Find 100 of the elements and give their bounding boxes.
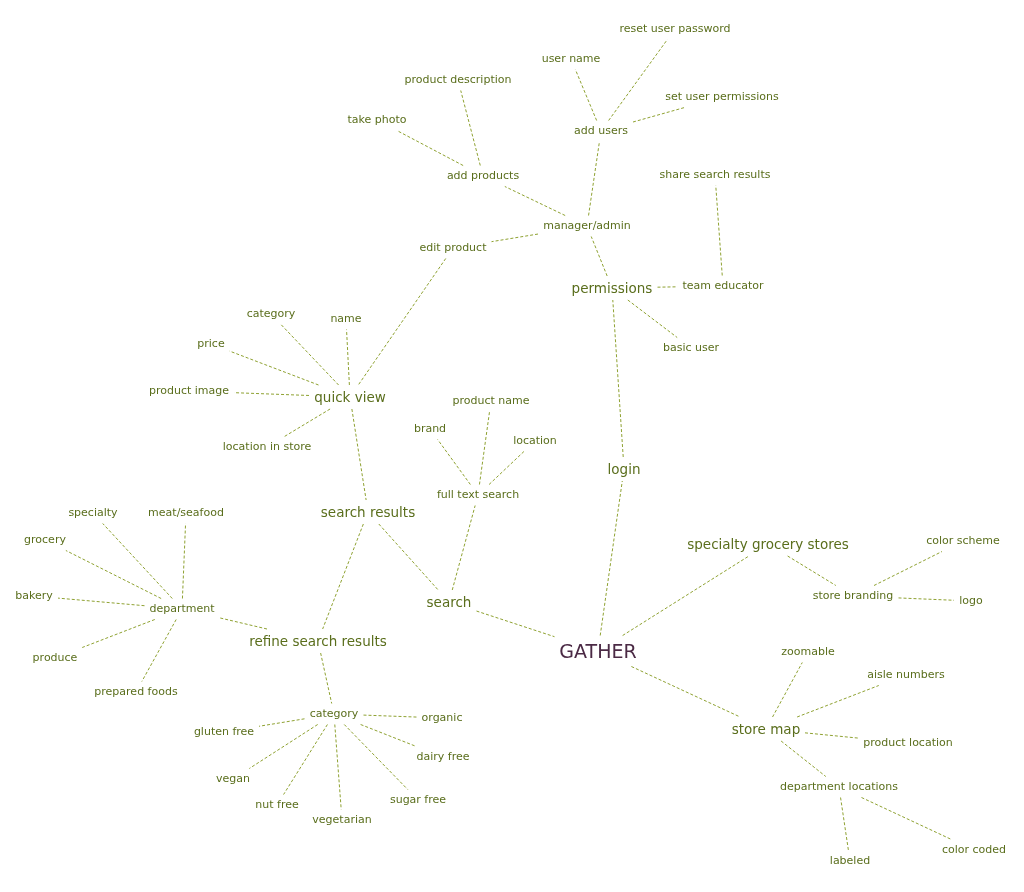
connector-line [322,523,364,630]
connector-line [320,652,333,704]
connector-line [632,107,686,123]
subtopic: zoomable [779,644,837,660]
subtopic: set user permissions [663,89,781,105]
subtopic: take photo [345,112,409,128]
connector-line [233,392,310,396]
connector-line [248,724,319,769]
connector-line [787,555,837,586]
subtopic: department locations [778,779,900,795]
connector-line [65,550,162,599]
subtopic: name [328,311,364,327]
connector-line [898,597,955,601]
connector-line [840,797,849,851]
connector-line [378,523,439,591]
subtopic: specialty [66,505,120,521]
connector-line [504,186,566,216]
connector-line [357,258,447,386]
branch-topic: specialty grocery stores [685,534,851,554]
subtopic: color scheme [924,533,1002,549]
subtopic: user name [539,51,603,67]
subtopic: location in store [220,439,314,455]
subtopic: team educator [680,278,766,294]
connector-line [772,662,803,718]
subtopic: grocery [22,532,68,548]
connector-line [612,299,624,458]
subtopic: manager/admin [541,218,633,234]
subtopic: product location [861,735,955,751]
subtopic: add users [572,123,630,139]
connector-line [219,617,268,630]
connector-line [141,619,177,682]
subtopic: nut free [253,797,301,813]
connector-line [396,130,464,166]
subtopic: location [511,433,559,449]
subtopic: sugar free [387,792,449,808]
subtopic: vegan [214,771,252,787]
subtopic: product image [146,383,232,399]
connector-line [181,523,187,599]
subtopic: bakery [13,588,55,604]
connector-line [622,555,750,636]
subtopic: dairy free [414,749,472,765]
subtopic: full text search [434,487,522,503]
connector-line [258,718,305,727]
branch-topic: search results [318,502,418,522]
subtopic: organic [419,710,465,726]
subtopic: produce [30,650,80,666]
subtopic: basic user [660,340,722,356]
connector-line [229,350,320,386]
connector-line [460,90,481,166]
subtopic: share search results [657,167,773,183]
connector-line [780,740,827,777]
subtopic: aisle numbers [865,667,947,683]
connector-line [360,724,417,747]
subtopic: department [147,601,217,617]
connector-line [627,299,678,338]
subtopic: gluten free [191,724,257,740]
subtopic: labeled [827,853,873,869]
connector-line [102,523,173,599]
connector-line [861,797,952,840]
branch-topic: refine search results [247,631,389,651]
subtopic: logo [957,593,985,609]
branch-topic: permissions [569,278,655,298]
central-topic: GATHER [557,638,639,664]
connector-line [804,732,859,739]
connector-line [796,685,880,718]
connector-line [81,619,156,648]
connector-line [630,666,741,718]
subtopic: edit product [417,240,489,256]
connector-line [283,408,331,437]
connector-line [437,439,471,485]
subtopic: brand [411,421,449,437]
connector-line [608,39,668,121]
branch-topic: quick view [312,387,388,407]
connector-line [476,610,555,638]
subtopic: add products [444,168,522,184]
connector-line [715,185,723,276]
connector-line [283,724,328,795]
branch-topic: store map [729,719,803,739]
connector-line [351,408,367,501]
connector-line [873,551,943,586]
connector-line [363,714,417,718]
connector-line [343,724,409,790]
subtopic: category [307,706,361,722]
subtopic: prepared foods [92,684,180,700]
subtopic: product name [450,393,532,409]
connector-line [599,480,623,636]
connector-line [346,329,350,386]
connector-line [280,324,340,386]
subtopic: price [195,336,227,352]
subtopic: meat/seafood [146,505,226,521]
connector-line [451,505,476,591]
subtopic: color coded [939,842,1009,858]
connector-line [657,286,678,288]
branch-topic: search [424,592,474,612]
connector-line [334,724,342,810]
connector-line [478,411,491,485]
subtopic: store branding [810,588,896,604]
subtopic: reset user password [617,21,733,37]
connector-line [590,236,608,277]
subtopic: product description [402,72,514,88]
